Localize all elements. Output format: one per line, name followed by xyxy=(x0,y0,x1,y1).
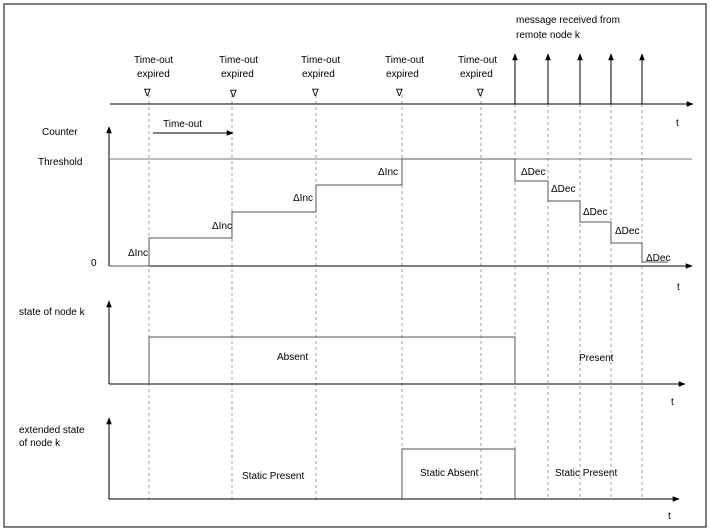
top-axis-t-label: t xyxy=(676,118,679,129)
timeout-label-line1: Time-out xyxy=(301,55,340,66)
outer-frame xyxy=(3,3,707,528)
timeout-label-line2: expired xyxy=(386,69,419,80)
timeout-label-line1: Time-out xyxy=(385,55,424,66)
delta-dec-label: ΔDec xyxy=(551,184,575,195)
timeout-label-line2: expired xyxy=(460,69,493,80)
timeout-marker-icon: ∇ xyxy=(143,88,151,99)
static-present-label: Static Present xyxy=(242,471,304,482)
extended-ylabel-line2: of node k xyxy=(19,438,61,449)
timeout-label-line1: Time-out xyxy=(134,55,173,66)
delta-dec-label: ΔDec xyxy=(615,226,639,237)
message-label-line1: message received from xyxy=(516,15,620,26)
delta-dec-label: ΔDec xyxy=(646,253,670,264)
counter-signal xyxy=(109,158,668,267)
timeout-label-line2: expired xyxy=(137,69,170,80)
timeout-labels: Time-out expired ∇ Time-out expired ∇ Ti… xyxy=(134,55,497,100)
zero-label: 0 xyxy=(91,258,97,269)
delta-dec-label: ΔDec xyxy=(521,167,545,178)
delta-inc-label: ΔInc xyxy=(212,221,232,232)
timeout-label-line1: Time-out xyxy=(219,55,258,66)
timeout-label-line2: expired xyxy=(302,69,335,80)
message-arrows xyxy=(512,53,645,104)
timeout-marker-icon: ∇ xyxy=(476,88,484,99)
timeout-marker-icon: ∇ xyxy=(311,88,319,99)
static-present-label: Static Present xyxy=(555,468,617,479)
delta-inc-label: ΔInc xyxy=(128,248,148,259)
message-label-line2: remote node k xyxy=(516,30,581,41)
counter-axis-t-label: t xyxy=(677,282,680,293)
timeout-marker-icon: ∇ xyxy=(395,88,403,99)
present-label: Present xyxy=(579,353,614,364)
extended-axis-t-label: t xyxy=(668,511,671,522)
static-absent-label: Static Absent xyxy=(420,468,479,479)
state-axis-t-label: t xyxy=(671,397,674,408)
delta-inc-label: ΔInc xyxy=(293,193,313,204)
message-guides xyxy=(514,104,643,500)
counter-ylabel: Counter xyxy=(42,127,78,138)
increment-labels: ΔInc ΔInc ΔInc ΔInc xyxy=(128,167,398,259)
decrement-labels: ΔDec ΔDec ΔDec ΔDec ΔDec xyxy=(521,167,670,264)
timeout-label-line1: Time-out xyxy=(458,55,497,66)
delta-dec-label: ΔDec xyxy=(583,207,607,218)
timeout-span-label: Time-out xyxy=(163,119,202,130)
absent-state-pulse xyxy=(148,336,516,384)
state-ylabel: state of node k xyxy=(19,307,86,318)
extended-ylabel-line1: extended state xyxy=(19,425,85,436)
timeout-guides xyxy=(148,95,482,500)
threshold-label: Threshold xyxy=(38,157,82,168)
static-absent-pulse xyxy=(401,448,516,499)
timeout-marker-icon: ∇ xyxy=(229,89,237,100)
delta-inc-label: ΔInc xyxy=(378,167,398,178)
timeout-label-line2: expired xyxy=(221,69,254,80)
absent-label: Absent xyxy=(277,352,308,363)
